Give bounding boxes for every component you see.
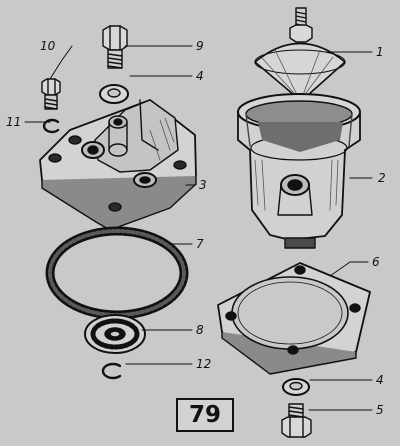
figure-number-plate: 79 [176,398,234,432]
callout-11: 11 [6,115,22,129]
filter-bowl-part-2 [237,93,361,249]
washer-part-4-lower [282,378,310,396]
callout-3: 3 [199,178,207,192]
cone-cap-part-1 [254,7,346,101]
leader-lines [24,45,373,411]
callout-2: 2 [378,171,386,185]
callout-1: 1 [376,45,384,59]
small-bolt-part-10 [41,78,61,110]
seal-ring-part-7 [45,226,189,320]
callout-7: 7 [196,237,204,251]
callout-9: 9 [196,39,204,53]
callout-8: 8 [196,323,204,337]
callout-5: 5 [376,403,384,417]
spring-clip-part-11 [42,118,60,134]
filter-cover-part-3 [39,99,197,231]
flange-gasket-part-6 [217,262,371,375]
callout-6: 6 [372,255,380,269]
washer-part-4-upper [99,84,129,104]
bolt-part-9 [102,25,128,69]
spring-clip-part-12 [101,362,122,380]
drain-plug-part-5 [281,403,312,438]
filter-disc-part-8 [84,314,146,354]
callout-10: 10 [40,39,56,53]
callout-4-lower: 4 [376,373,384,387]
callout-4-upper: 4 [196,69,204,83]
callout-12: 12 [196,357,212,371]
